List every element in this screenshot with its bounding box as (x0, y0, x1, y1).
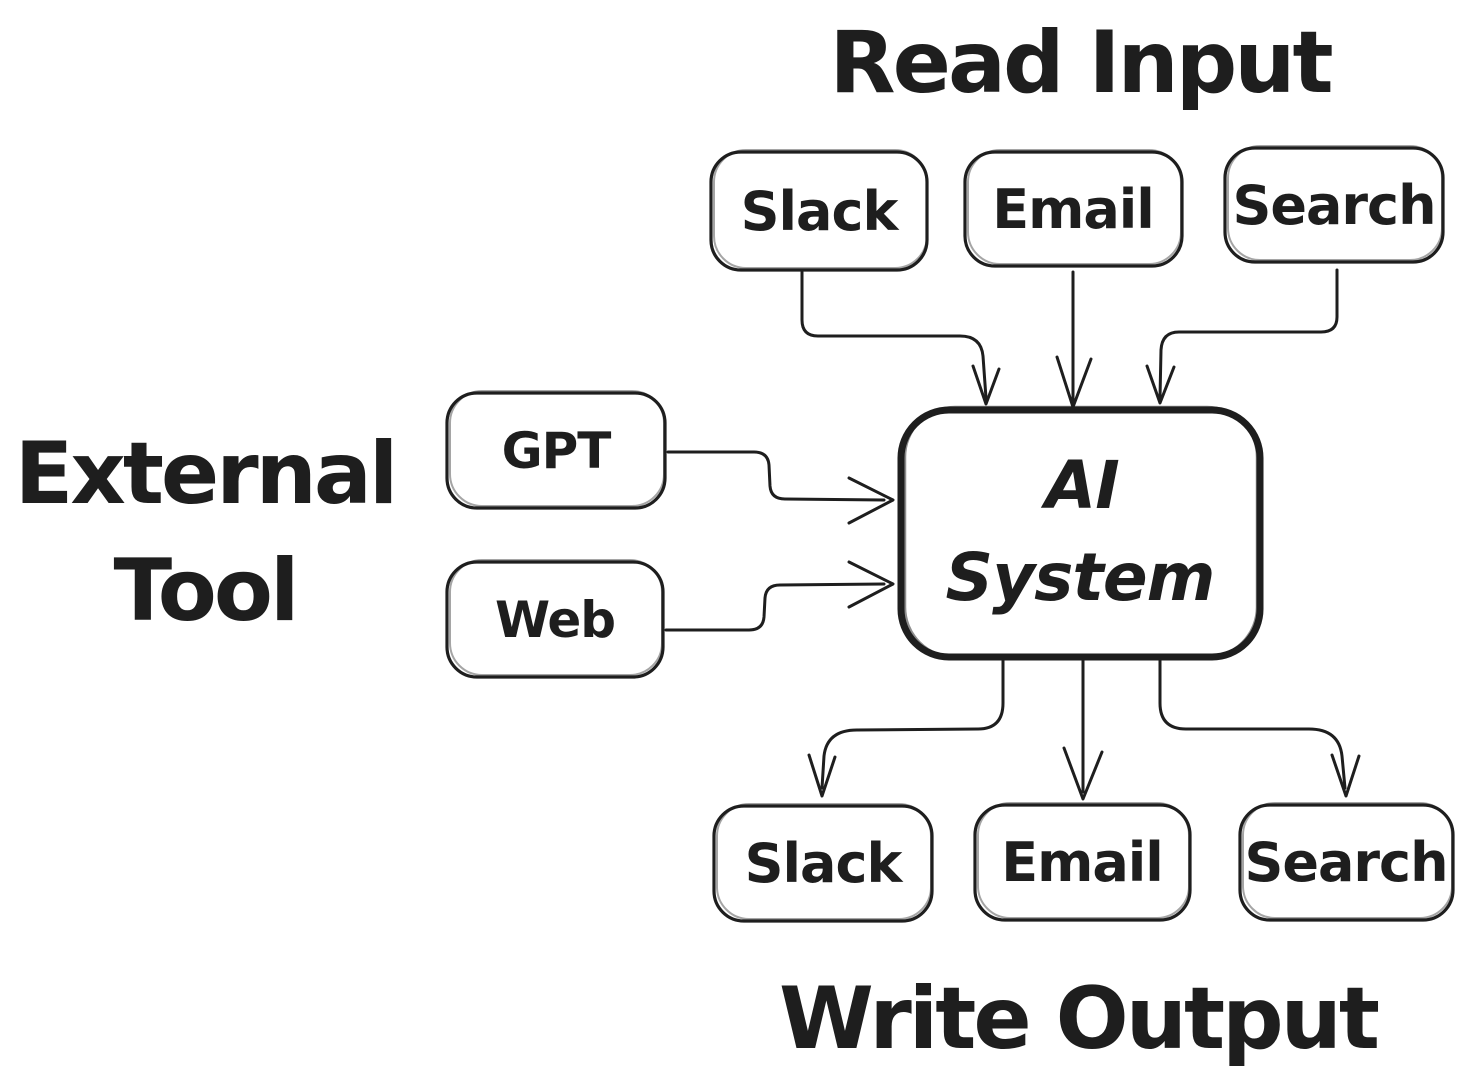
arrow-ai-to-output-email (1062, 658, 1104, 801)
nodes-layer: Slack Email Search GPT Web (445, 145, 1455, 923)
node-output-slack-box-sketch (716, 803, 932, 920)
node-output-slack-label: Slack (745, 832, 904, 895)
arrow-input-search-to-ai-head-icon (1145, 364, 1176, 405)
arrow-web-to-ai-head-icon (847, 560, 895, 609)
node-input-email-box-sketch (967, 149, 1182, 265)
node-input-slack[interactable]: Slack (709, 149, 929, 272)
arrows-layer (664, 268, 1361, 801)
node-gpt[interactable]: GPT (445, 390, 667, 510)
node-web[interactable]: Web (445, 559, 665, 679)
node-input-search[interactable]: Search (1223, 145, 1445, 264)
node-output-slack[interactable]: Slack (712, 803, 934, 923)
arrow-ai-to-output-slack (807, 658, 1005, 798)
node-gpt-box[interactable] (445, 391, 667, 510)
arrow-input-slack-to-ai-head-icon (971, 364, 1001, 406)
node-web-box-sketch (449, 559, 663, 676)
title-read-input: Read Input (829, 13, 1332, 113)
node-output-slack-box[interactable] (712, 804, 934, 923)
arrow-ai-to-output-search-head-icon (1330, 753, 1361, 798)
arrow-input-search-to-ai (1145, 268, 1339, 405)
title-external-tool-line2: Tool (114, 541, 297, 641)
node-input-search-box[interactable] (1223, 146, 1445, 264)
node-output-search-box[interactable] (1238, 803, 1455, 922)
node-output-search[interactable]: Search (1238, 802, 1455, 922)
node-input-email-box[interactable] (963, 150, 1184, 268)
node-output-email-box-sketch (977, 802, 1190, 919)
node-output-search-box-sketch (1242, 802, 1453, 919)
node-ai-system-box-sketch (903, 405, 1259, 659)
arrow-ai-to-output-search (1158, 658, 1361, 798)
node-output-email-label: Email (1001, 831, 1163, 894)
arrow-ai-to-output-slack-line (820, 658, 1005, 790)
arrow-input-search-to-ai-line (1158, 268, 1339, 400)
node-input-slack-box-sketch (713, 149, 928, 269)
arrow-ai-to-output-search-line (1158, 658, 1347, 790)
node-gpt-box-sketch (449, 390, 665, 507)
node-gpt-label: GPT (502, 422, 612, 480)
node-output-search-label: Search (1244, 831, 1447, 894)
arrow-gpt-to-ai (666, 450, 895, 525)
node-input-search-label: Search (1232, 174, 1435, 237)
node-input-slack-box[interactable] (709, 150, 929, 272)
node-ai-system-label-line1: AI (1040, 447, 1119, 524)
node-ai-system-label-line2: System (946, 539, 1215, 616)
arrow-gpt-to-ai-head-icon (847, 476, 895, 525)
arrow-input-slack-to-ai (800, 270, 1001, 406)
arrow-ai-to-output-slack-head-icon (807, 753, 837, 798)
node-input-search-box-sketch (1227, 145, 1443, 261)
node-web-label: Web (495, 591, 615, 649)
arrow-gpt-to-ai-line (666, 450, 886, 502)
arrow-input-email-to-ai (1055, 270, 1093, 409)
node-ai-system[interactable]: AI System (897, 405, 1264, 661)
node-web-box[interactable] (445, 560, 665, 679)
arrow-web-to-ai (664, 560, 895, 632)
node-input-email-label: Email (992, 178, 1154, 241)
title-external-tool-line1: External (15, 424, 396, 524)
node-input-slack-label: Slack (741, 180, 900, 243)
titles-layer: Read Input External Tool Write Output (15, 13, 1382, 1069)
node-output-email[interactable]: Email (973, 802, 1192, 922)
arrow-ai-to-output-email-head-icon (1062, 746, 1104, 801)
node-input-email[interactable]: Email (963, 149, 1184, 268)
title-write-output: Write Output (779, 969, 1379, 1069)
arrow-web-to-ai-line (664, 582, 886, 632)
arrow-input-slack-to-ai-line (800, 270, 988, 400)
node-output-email-box[interactable] (973, 803, 1192, 922)
